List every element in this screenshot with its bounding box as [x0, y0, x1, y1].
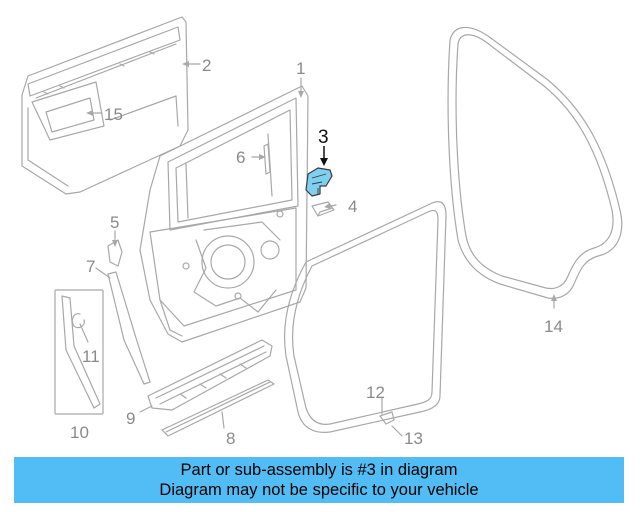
callout-14: 14 — [544, 317, 563, 336]
leader-arrowheads — [86, 61, 557, 301]
door-shell — [139, 85, 309, 343]
banner-line-1: Part or sub-assembly is #3 in diagram — [180, 461, 458, 479]
sill-plate — [147, 339, 273, 411]
armrest-pocket — [45, 97, 95, 133]
callout-5: 5 — [110, 213, 119, 232]
callout-11: 11 — [82, 347, 100, 366]
body-weatherstrip — [447, 26, 623, 299]
highlighted-part-3 — [305, 146, 333, 197]
callout-4: 4 — [348, 197, 357, 216]
callout-10: 10 — [70, 423, 89, 442]
callout-15: 15 — [104, 105, 123, 124]
glass-run-guide — [263, 143, 271, 175]
banner-line-2: Diagram may not be specific to your vehi… — [159, 481, 479, 499]
leader-lines — [79, 63, 555, 437]
callout-3: 3 — [318, 127, 329, 148]
scuff-strip — [161, 379, 275, 437]
callout-7: 7 — [86, 257, 95, 276]
door-trim-panel — [21, 16, 189, 195]
pillar-molding-group — [54, 289, 104, 415]
callout-9: 9 — [126, 409, 135, 428]
door-weatherstrip — [284, 201, 447, 433]
callout-6: 6 — [236, 148, 245, 167]
pillar-trim-strip — [107, 271, 151, 385]
callout-12: 12 — [366, 383, 385, 402]
callout-8: 8 — [226, 429, 235, 448]
callout-2: 2 — [202, 56, 211, 75]
callout-1: 1 — [296, 59, 305, 78]
callout-13: 13 — [404, 429, 423, 448]
info-banner: Part or sub-assembly is #3 in diagram Di… — [14, 457, 624, 503]
door-clip — [311, 201, 335, 217]
